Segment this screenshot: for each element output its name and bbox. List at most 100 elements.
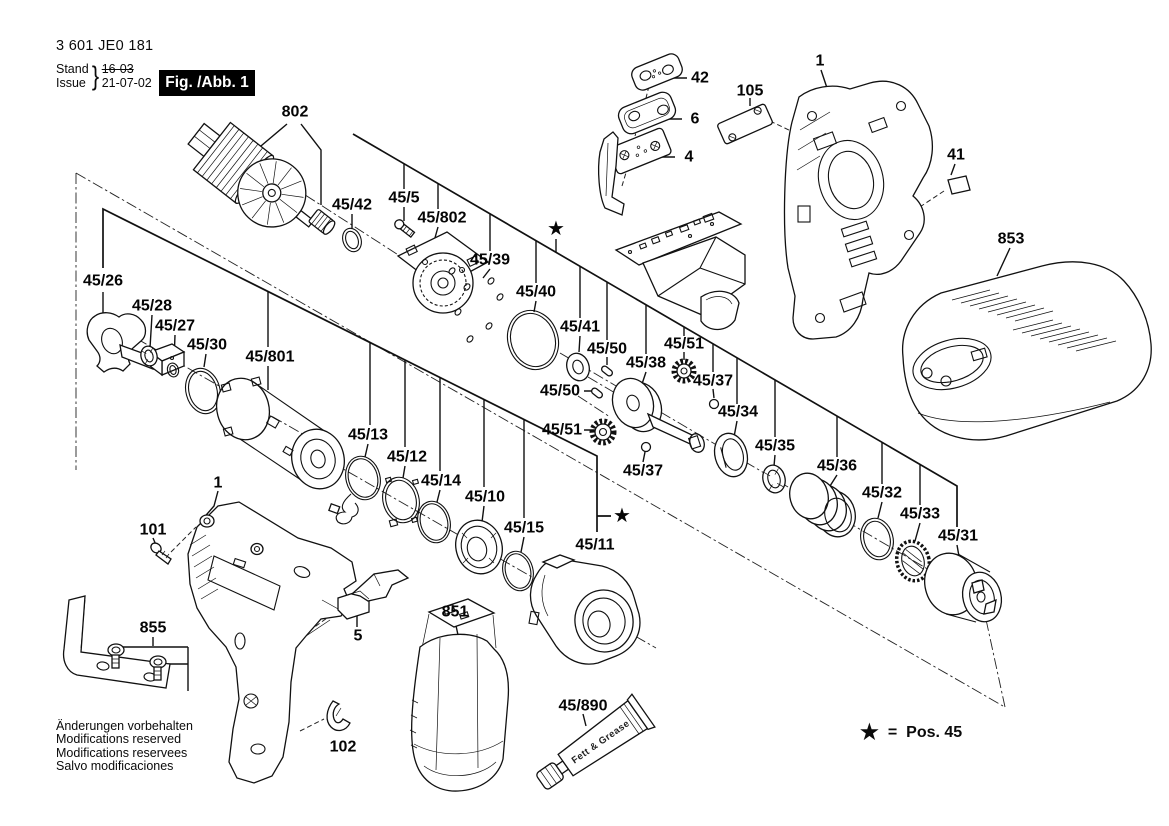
stand-label: Stand — [56, 62, 89, 76]
part-label-45-27: 45/27 — [155, 318, 195, 335]
part-label-45-13: 45/13 — [348, 427, 388, 444]
star-icon: ★ — [860, 721, 879, 744]
oring-45-30-drawing — [184, 367, 222, 415]
star-legend: ★ = Pos. 45 — [860, 720, 962, 745]
oring-45-14-drawing — [417, 500, 451, 544]
document-part-number: 3 601 JE0 181 — [56, 38, 154, 54]
part-label-4: 4 — [685, 149, 694, 166]
part-label-45-38: 45/38 — [626, 355, 666, 372]
impact-unit-45-801-drawing — [215, 376, 345, 490]
part-label-45-34: 45/34 — [718, 404, 758, 421]
switch-module-drawing — [598, 53, 746, 331]
disclaimer-line-es: Salvo modificaciones — [56, 759, 174, 774]
spindle-45-38-drawing — [611, 377, 705, 453]
led-ring-45-13-drawing — [328, 455, 381, 525]
star-marker-1: ★ — [547, 216, 565, 240]
disclaimer-line-en: Modifications reserved — [56, 732, 182, 747]
part-label-105: 105 — [737, 83, 764, 100]
oring-45-40-drawing — [506, 309, 560, 371]
part-label-45-30: 45/30 — [187, 337, 227, 354]
ring-45-34-drawing — [713, 432, 749, 478]
gears-45-51-drawing — [589, 358, 697, 446]
ring-45-42-drawing — [342, 227, 362, 253]
leader-lines — [102, 69, 1011, 732]
figure-label-box: Fig. /Abb. 1 — [159, 70, 255, 96]
disclaimer-line-fr: Modifications reservees — [56, 745, 188, 760]
part-label-45-801: 45/801 — [246, 349, 295, 366]
part-label-45-5: 45/5 — [388, 190, 419, 207]
serrated-ring-45-33-drawing — [894, 539, 932, 583]
ring-45-10-drawing — [455, 519, 503, 575]
part-label-45-33: 45/33 — [900, 506, 940, 523]
belt-clip-bracket-855-drawing — [62, 595, 171, 689]
part-label-45-15: 45/15 — [504, 520, 544, 537]
star-markers: ★★ — [547, 216, 631, 527]
part-label-45-41: 45/41 — [560, 319, 600, 336]
screw-101-drawing — [150, 542, 172, 565]
contact-ring-45-12-drawing — [382, 476, 420, 528]
housing-half-bottom-drawing — [187, 501, 357, 784]
part-label-45-12: 45/12 — [387, 449, 427, 466]
part-label-45-890: 45/890 — [559, 698, 608, 715]
wedge-41-drawing — [947, 175, 971, 195]
motor-pinion-drawing — [308, 209, 336, 235]
part-label-45-14: 45/14 — [421, 473, 461, 490]
belt-hook-5-drawing — [337, 569, 410, 620]
armature-802-drawing — [187, 121, 315, 228]
issue-label: Issue — [56, 76, 86, 90]
bearing-45-35-drawing — [762, 464, 786, 494]
u-clip-102-drawing — [326, 700, 351, 732]
housing-half-top-drawing — [783, 80, 934, 340]
oring-45-15-drawing — [502, 550, 534, 592]
part-label-45-10: 45/10 — [465, 489, 505, 506]
gearbox-45-802-drawing — [396, 231, 490, 314]
part-label-45-32: 45/32 — [862, 485, 902, 502]
oring-45-32-drawing — [860, 517, 894, 561]
part-label-45-40: 45/40 — [516, 284, 556, 301]
battery-851-drawing — [409, 598, 510, 792]
figure-label: Fig. /Abb. 1 — [165, 74, 249, 91]
part-label-6: 6 — [691, 111, 700, 128]
part-label-45-50-lower: 45/50 — [540, 383, 580, 400]
ring-45-27-drawing — [166, 362, 180, 378]
part-label-853: 853 — [998, 231, 1025, 248]
washer-45-41-drawing — [566, 352, 590, 382]
pins-45-50-drawing — [590, 365, 614, 399]
part-label-45-26: 45/26 — [83, 273, 123, 290]
part-label-45-36: 45/36 — [817, 458, 857, 475]
part-label-101: 101 — [140, 522, 167, 539]
front-cap-45-11-drawing — [528, 554, 641, 665]
part-label-41: 41 — [947, 147, 965, 164]
disclaimer-text: Änderungen vorbehalten Modifications res… — [56, 719, 193, 774]
part-label-5: 5 — [354, 628, 363, 645]
part-label-1-bottom: 1 — [214, 475, 223, 492]
screw-45-5-drawing — [394, 219, 416, 239]
part-label-45-28: 45/28 — [132, 298, 172, 315]
parts-drawings: Fett & Grease — [62, 53, 1152, 792]
spring-45-36-drawing — [789, 472, 856, 538]
part-label-855: 855 — [140, 620, 167, 637]
new-issue-date: 21-07-02 — [101, 76, 152, 90]
hammer-45-31-drawing — [924, 552, 1003, 623]
part-label-45-802: 45/802 — [418, 210, 467, 227]
screws-45-39-drawing — [448, 267, 504, 343]
issue-block: Stand Issue } 16-03 21-07-02 — [56, 62, 152, 90]
part-label-45-51-lower: 45/51 — [542, 422, 582, 439]
part-label-45-37-lower: 45/37 — [623, 463, 663, 480]
part-label-45-50-upper: 45/50 — [587, 341, 627, 358]
part-label-45-31: 45/31 — [938, 528, 978, 545]
charger-853-drawing — [901, 261, 1152, 441]
part-label-102: 102 — [330, 739, 357, 756]
disclaimer-line-de: Änderungen vorbehalten — [56, 719, 193, 733]
part-label-45-11: 45/11 — [575, 537, 614, 554]
issue-brace: } — [91, 61, 99, 91]
part-label-45-37-upper: 45/37 — [693, 373, 733, 390]
part-label-42: 42 — [691, 70, 709, 87]
part-label-45-35: 45/35 — [755, 438, 795, 455]
washer-45-28-drawing — [140, 345, 158, 367]
legend-equals: = — [887, 723, 898, 741]
star-marker-2: ★ — [613, 503, 631, 527]
